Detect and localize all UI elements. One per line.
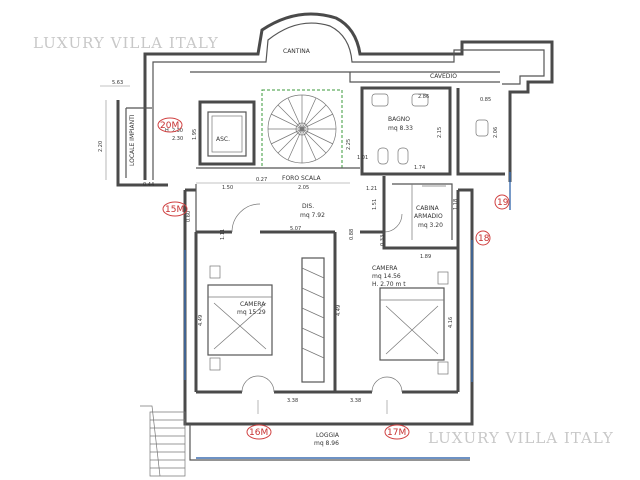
disimpegno-area: DIS. mq 7.92 5.07 1.51 0.60 0.88 1.11 (186, 199, 403, 240)
dim-060: 0.60 (186, 211, 192, 222)
loggia-doors (241, 375, 403, 414)
dim-225: 2.25 (346, 139, 352, 150)
dim-088: 0.88 (349, 229, 355, 240)
cabina-armadio-room: CABINA ARMADIO mq 3.20 1.18 0.33 1.89 (380, 176, 459, 260)
cabina-label-2: ARMADIO (414, 213, 443, 220)
cabina-label-1: CABINA (416, 205, 440, 212)
dim-507: 5.07 (290, 226, 301, 232)
tag-20m-label: 20M (160, 121, 179, 131)
tag-17m: 17M (384, 424, 410, 440)
spiral-staircase: 2.25 (261, 89, 352, 169)
dis-label: DIS. (302, 203, 314, 210)
dim-118: 1.18 (453, 199, 459, 210)
cantina-label: CANTINA (283, 48, 311, 55)
cavedio-label: CAVEDIO (430, 73, 457, 80)
service-room-right: 0.85 2.06 (456, 88, 511, 210)
dim-151: 1.51 (372, 199, 378, 210)
dim-205: 2.05 (298, 185, 309, 191)
cabina-area: mq 3.20 (418, 222, 443, 229)
lift-label: ASC. (216, 136, 230, 143)
locale-impianti-label: LOCALE IMPIANTI (129, 114, 136, 166)
locale-impianti-height: H. 2.30 (165, 128, 183, 134)
tag-18-label: 18 (478, 234, 490, 244)
tag-16m-label: 16M (249, 428, 268, 438)
upper-outer-walls (143, 12, 554, 182)
dim-286: 2.86 (418, 94, 429, 100)
dim-215: 2.15 (437, 127, 443, 138)
loggia-area: LOGGIA mq 8.96 (189, 424, 470, 461)
tag-18: 18 (475, 230, 491, 246)
dim-416: 4.16 (448, 317, 454, 328)
watermark-bottom: LUXURY VILLA ITALY (428, 429, 614, 447)
camera-left-label: CAMERA (240, 301, 266, 308)
camera-right-room: CAMERA mq 14.56 H. 2.70 m t 4.49 4.16 3.… (336, 265, 454, 404)
dim-563: 5.63 (112, 80, 123, 86)
camera-left-area: mq 15.29 (237, 309, 266, 316)
lower-envelope (183, 184, 474, 426)
foro-scala-label: FORO SCALA (282, 175, 322, 182)
tag-16m: 16M (246, 424, 272, 440)
bagno-area: mq 8.33 (388, 125, 413, 132)
dim-101: 1.01 (357, 155, 368, 161)
dim-195: 1.95 (192, 129, 198, 140)
camera-left-room: CAMERA mq 15.29 4.49 3.38 (198, 257, 325, 404)
dim-174: 1.74 (414, 165, 425, 171)
tag-19: 19 (494, 194, 510, 210)
camera-right-area: mq 14.56 (372, 273, 401, 280)
dim-220: 2.20 (98, 141, 104, 152)
tag-17m-label: 17M (387, 428, 406, 438)
dim-449-right: 4.49 (336, 305, 342, 316)
tag-20m: 20M (157, 117, 183, 133)
dim-027: 0.27 (256, 177, 267, 183)
dim-206: 2.06 (493, 127, 499, 138)
bagno-label: BAGNO (388, 116, 410, 123)
dim-121: 1.21 (366, 186, 377, 192)
loggia-area-label: mq 8.96 (314, 440, 339, 447)
dim-150: 1.50 (222, 185, 233, 191)
camera-right-height: H. 2.70 m t (372, 281, 406, 288)
watermark-top: LUXURY VILLA ITALY (33, 34, 219, 52)
dim-111: 1.11 (220, 229, 226, 240)
dim-033: 0.33 (380, 235, 386, 246)
lift-shaft: ASC. 1.95 (192, 100, 256, 166)
loggia-label: LOGGIA (316, 432, 340, 439)
dim-338-left: 3.38 (287, 398, 298, 404)
dim-044: 0.44 (143, 182, 154, 188)
dim-189: 1.89 (420, 254, 431, 260)
dis-area: mq 7.92 (300, 212, 325, 219)
tag-15m: 15M (162, 201, 188, 217)
camera-right-label: CAMERA (372, 265, 398, 272)
bagno-room: BAGNO mq 8.33 2.86 2.15 1.74 1.01 1.21 (357, 86, 452, 192)
external-stair (140, 405, 186, 477)
stair-void-dims: FORO SCALA 1.50 0.27 2.05 (196, 167, 360, 191)
dim-230: 2.30 (172, 136, 183, 142)
dim-085: 0.85 (480, 97, 491, 103)
dim-449-left: 4.49 (198, 315, 204, 326)
tag-19-label: 19 (497, 198, 509, 208)
locale-impianti-room: LOCALE IMPIANTI H. 2.30 0.44 5.63 2.20 (98, 80, 183, 188)
tag-15m-label: 15M (165, 205, 184, 215)
dim-338-right: 3.38 (350, 398, 361, 404)
